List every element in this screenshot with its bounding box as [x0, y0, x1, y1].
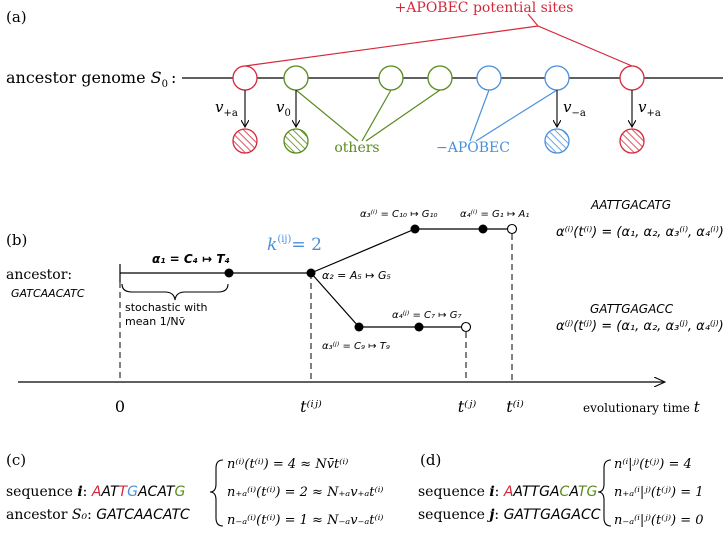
- mutated-site-apobec-plus-1: [232, 128, 258, 154]
- ancestor-genome-label: ancestor genome S0:: [6, 68, 176, 90]
- apobec-plus-title: +APOBEC potential sites: [395, 0, 574, 16]
- panel-a-label: (a): [6, 8, 27, 26]
- minus-apobec-label: −APOBEC: [436, 140, 510, 156]
- mutation-dot-alpha1: [224, 268, 234, 278]
- panel-d-seq-i-char-9: G: [586, 484, 597, 500]
- alpha4-i-label: α₄⁽ⁱ⁾ = G₁ ↦ A₁: [460, 209, 529, 220]
- panel-c-seq-i-char-2: T: [110, 484, 120, 500]
- site-other-1: [283, 65, 309, 91]
- panel-d-seq-i-char-4: G: [539, 484, 550, 500]
- alpha3-i-label: α₃⁽ⁱ⁾ = C₁₀ ↦ G₁₀: [360, 209, 438, 220]
- leaf-node-j: [460, 321, 472, 333]
- sequence-j-row-d: sequence j: GATTGAGACC: [418, 507, 601, 523]
- brace-d: [597, 459, 612, 527]
- minus-apobec-connector-1: [469, 89, 490, 142]
- ancestor-label: ancestor:: [6, 267, 72, 283]
- stochastic-text-2: mean 1/Nv̄: [125, 315, 186, 328]
- site-other-3: [427, 65, 453, 91]
- alpha-i-formula: α⁽ⁱ⁾(t⁽ⁱ⁾) = (α₁, α₂, α₃⁽ⁱ⁾, α₄⁽ⁱ⁾): [556, 225, 724, 240]
- site-apobec-plus-1: [232, 65, 258, 91]
- panel-d: (d) sequence i: AATTGACATG sequence j: G…: [418, 451, 704, 528]
- alpha4-j-label: α₄⁽ʲ⁾ = C₇ ↦ G₇: [392, 310, 461, 321]
- panel-d-seq-i-char-5: A: [549, 484, 560, 500]
- tick-label-tj: t⁽ʲ⁾: [458, 397, 477, 416]
- mutated-site-apobec-plus-2: [619, 128, 645, 154]
- panel-d-seq-i-char-3: T: [531, 484, 541, 500]
- panel-b-label: (b): [6, 231, 27, 249]
- panel-c-seq-i-char-9: G: [174, 484, 185, 500]
- k-ij-label: k(ij)= 2: [267, 234, 322, 255]
- alpha2-label: α₂ = A₅ ↦ G₅: [322, 269, 391, 282]
- others-connector-1: [295, 89, 359, 142]
- stochastic-text-1: stochastic with: [125, 301, 208, 314]
- panel-d-seq-i-char-2: T: [522, 484, 532, 500]
- tick-label-ti: t⁽ⁱ⁾: [506, 397, 524, 416]
- equation-d-1: n⁽ⁱ|ʲ⁾(t⁽ʲ⁾) = 4: [614, 457, 692, 472]
- site-minus-apobec-2: [544, 65, 570, 91]
- panel-d-seq-i-char-6: C: [560, 484, 570, 500]
- panel-d-seq-i-char-0: A: [503, 484, 514, 500]
- panel-b: (b) ancestor: GATCAACATC stochastic with…: [6, 198, 724, 416]
- ancestor-row-c: ancestor S₀: GATCAACATC: [6, 507, 190, 523]
- panel-c: (c) sequence i: AATTGACATG ancestor S₀: …: [6, 451, 384, 528]
- panel-d-seq-i-char-7: A: [568, 484, 578, 500]
- alpha3-j-label: α₃⁽ʲ⁾ = C₉ ↦ T₉: [322, 341, 390, 352]
- mutation-dot-alpha3-j: [354, 322, 364, 332]
- rate-plus-a-1: v+a: [215, 98, 238, 119]
- leaf-node-i: [506, 223, 518, 235]
- panel-a: (a) +APOBEC potential sites ancestor gen…: [6, 0, 723, 156]
- panel-c-seq-i-char-4: G: [127, 484, 138, 500]
- branch-i: [310, 228, 512, 274]
- rate-plus-a-2: v+a: [638, 98, 661, 119]
- mutated-site-other: [283, 128, 309, 154]
- panel-c-seq-i-char-0: A: [91, 484, 102, 500]
- panel-c-seq-i-char-6: C: [148, 484, 158, 500]
- panel-d-seq-i-char-8: T: [578, 484, 588, 500]
- equation-c-1: n⁽ⁱ⁾(t⁽ⁱ⁾) = 4 ≈ Nv̄t⁽ⁱ⁾: [227, 457, 348, 472]
- sequence-i-row-c: sequence i: AATTGACATG: [6, 484, 185, 500]
- others-connector-3: [365, 89, 441, 142]
- rate-zero: v0: [276, 98, 291, 119]
- minus-apobec-connector-2: [475, 89, 558, 142]
- mutation-dot-alpha4-i: [478, 224, 488, 234]
- panel-d-label: (d): [420, 451, 441, 469]
- apobec-plus-connector: [244, 25, 633, 67]
- sequence-i-row-d: sequence i: AATTGACATG: [418, 484, 597, 500]
- panel-c-seq-i-char-5: A: [137, 484, 148, 500]
- apobec-plus-pointer: [527, 13, 539, 27]
- sequence-i-result: AATTGACATG: [590, 198, 671, 212]
- site-other-2: [378, 65, 404, 91]
- panel-c-label: (c): [6, 451, 26, 469]
- site-minus-apobec-1: [476, 65, 502, 91]
- panel-c-seq-i-char-3: T: [119, 484, 129, 500]
- others-label: others: [334, 140, 379, 156]
- brace-c: [209, 459, 224, 527]
- equation-d-2: n₊ₐ⁽ⁱ|ʲ⁾(t⁽ʲ⁾) = 1: [614, 485, 704, 500]
- axis-label: evolutionary time t: [583, 398, 701, 416]
- tick-label-0: 0: [115, 397, 125, 416]
- rate-minus-a: v−a: [563, 98, 586, 119]
- mutated-site-minus-apobec: [544, 128, 570, 154]
- mutation-dot-alpha3-i: [410, 224, 420, 234]
- equation-d-3: n₋ₐ⁽ⁱ|ʲ⁾(t⁽ʲ⁾) = 0: [614, 513, 704, 528]
- panel-c-seq-i-char-1: A: [100, 484, 110, 500]
- equation-c-3: n₋ₐ⁽ⁱ⁾(t⁽ⁱ⁾) = 1 ≈ N₋ₐv₋ₐt⁽ⁱ⁾: [227, 513, 384, 528]
- ancestor-sequence: GATCAACATC: [11, 287, 85, 300]
- alpha1-label: α₁ = C₄ ↦ T₄: [152, 252, 230, 266]
- panel-c-seq-i-char-8: T: [166, 484, 176, 500]
- panel-d-seq-i-char-1: A: [512, 484, 522, 500]
- others-connector-2: [361, 89, 392, 142]
- equation-c-2: n₊ₐ⁽ⁱ⁾(t⁽ⁱ⁾) = 2 ≈ N₊ₐv₊ₐt⁽ⁱ⁾: [227, 485, 384, 500]
- sequence-j-result: GATTGAGACC: [590, 302, 674, 316]
- site-apobec-plus-2: [619, 65, 645, 91]
- mutation-dot-alpha4-j: [414, 322, 424, 332]
- tick-label-tij: t⁽ⁱʲ⁾: [300, 397, 322, 416]
- stochastic-brace: [121, 283, 229, 301]
- alpha-j-formula: α⁽ʲ⁾(t⁽ʲ⁾) = (α₁, α₂, α₃⁽ʲ⁾, α₄⁽ʲ⁾): [556, 319, 724, 334]
- panel-c-seq-i-char-7: A: [156, 484, 166, 500]
